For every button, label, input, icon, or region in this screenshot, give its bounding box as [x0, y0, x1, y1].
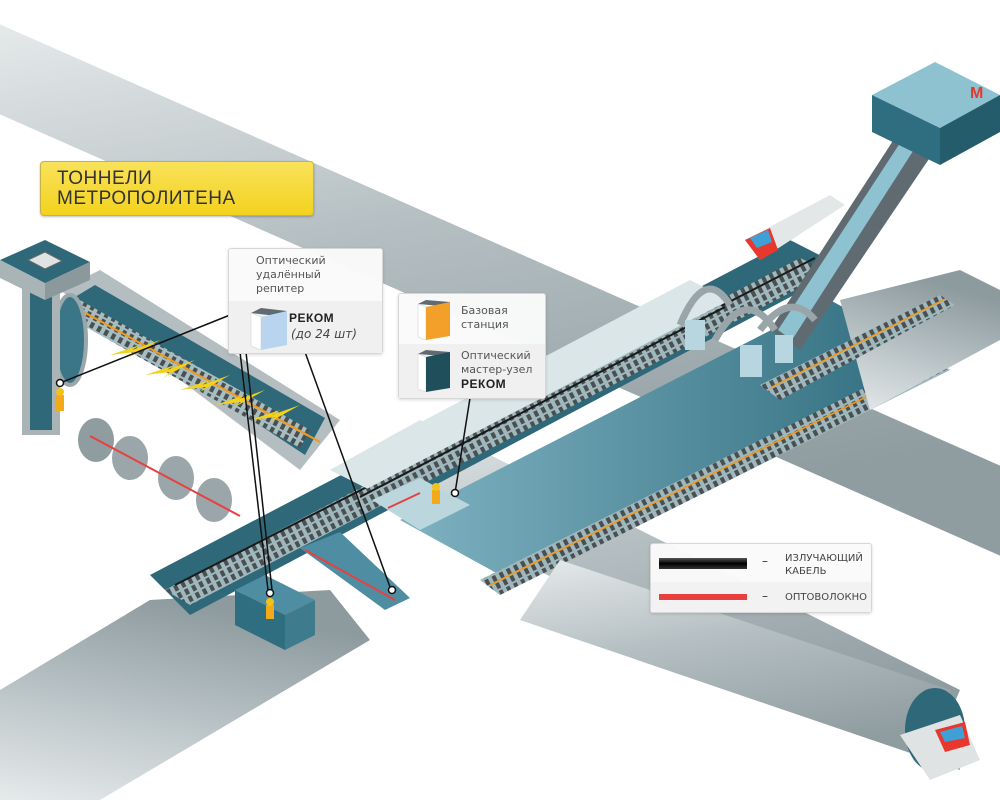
legend-item-fiber: – ОПТОВОЛОКНО [659, 589, 869, 606]
connecting-passage [300, 532, 410, 610]
master-node-brand: РЕКОМ [461, 377, 507, 391]
callout-anchor-dots [55, 378, 460, 598]
title-line-1: ТОННЕЛИ [57, 168, 153, 189]
metro-logo: М [970, 85, 983, 102]
repeater-label-line-1: Оптический [256, 254, 326, 267]
orange-cube-icon [417, 300, 450, 341]
legend-label: ОПТОВОЛОКНО [785, 592, 867, 603]
station-arches [676, 285, 818, 342]
repeater-label-line-3: репитер [256, 282, 305, 295]
dark-teal-cube-icon [417, 350, 450, 393]
equipment-callout: Базовая станция Оптический мастер-узел Р… [398, 293, 546, 399]
legend-label-line-1: ИЗЛУЧАЮЩИЙ [785, 553, 863, 564]
title-badge: ТОННЕЛИ МЕТРОПОЛИТЕНА [40, 161, 314, 216]
radiating-cable-swatch [659, 558, 747, 569]
legend-dash: – [762, 589, 768, 603]
repeater-callout: Оптический удалённый репитер РЕКОМ (до 2… [228, 248, 383, 354]
base-station-label-line-2: станция [461, 318, 509, 331]
equipment-room [372, 478, 470, 530]
metro-entrance: М [872, 62, 1000, 165]
tunnel-right [760, 270, 1000, 410]
repeater-label-line-2: удалённый [256, 268, 321, 281]
legend-dash: – [762, 554, 768, 568]
repeater-brand: РЕКОМ [289, 311, 335, 325]
callout-leader-lines [59, 314, 471, 591]
station-pillars [685, 320, 793, 377]
master-node-label-line-1: Оптический [461, 349, 531, 362]
tunnel-left-cutaway [52, 270, 340, 470]
service-tunnel [78, 418, 241, 522]
legend-label: ИЗЛУЧАЮЩИЙ КАБЕЛЬ [785, 552, 863, 578]
base-station-label-line-1: Базовая [461, 304, 508, 317]
light-blue-cube-icon [250, 308, 287, 351]
legend-label-line-2: КАБЕЛЬ [785, 566, 827, 577]
service-room [235, 575, 315, 650]
legend-item-radiating-cable: – ИЗЛУЧАЮЩИЙ КАБЕЛЬ [659, 552, 869, 580]
worker-icon [55, 388, 440, 619]
train-icon [745, 195, 845, 260]
master-node-label-line-2: мастер-узел [461, 363, 533, 376]
repeater-quantity: (до 24 шт) [291, 327, 357, 341]
fiber-swatch [659, 594, 747, 600]
tunnel-bottom-right [520, 560, 980, 780]
legend: – ИЗЛУЧАЮЩИЙ КАБЕЛЬ – ОПТОВОЛОКНО [650, 543, 872, 613]
escalator [770, 130, 935, 350]
signal-bolt-icons [110, 340, 300, 423]
title-line-2: МЕТРОПОЛИТЕНА [57, 188, 236, 209]
ventilation-shaft [0, 240, 90, 435]
